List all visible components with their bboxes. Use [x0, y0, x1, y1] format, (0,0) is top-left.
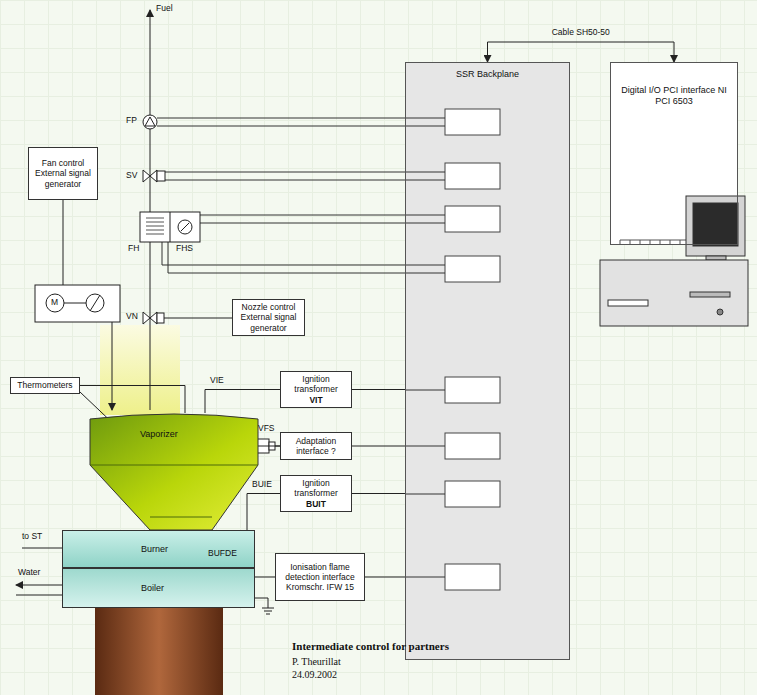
flow-label: to ST: [22, 532, 42, 541]
wire-connector: [258, 446, 280, 447]
interface-box: Ionisation flame detection interface Kro…: [275, 553, 365, 601]
transformer-box: Ignition transformerVIT: [280, 371, 352, 408]
author-note: P. Theurillat: [292, 656, 341, 667]
fuel-pump-symbol: [143, 115, 157, 129]
caption: Intermediate control for partners: [292, 640, 449, 652]
fuel-heater-symbol: [140, 212, 200, 242]
node-text: Vaporizer: [140, 429, 178, 440]
signal-name: BUIE: [252, 480, 272, 489]
cable-label: Cable SH50-50: [552, 28, 610, 37]
boiler-body: Boiler: [62, 568, 255, 608]
transformer-box: Ignition transformerBUIT: [280, 475, 352, 512]
node-text: BUIT: [306, 499, 326, 509]
interface-box: Adaptation interface ?: [280, 432, 352, 460]
part-label: FHS: [176, 244, 193, 253]
water-pipes: [16, 548, 62, 595]
wire-connector: [365, 577, 405, 578]
pci-card-fill: [610, 62, 738, 245]
part-label: VN: [126, 312, 138, 321]
node-text: Ignition transformer: [284, 478, 348, 498]
node-text: Ignition transformer: [284, 374, 348, 394]
part-label: FP: [126, 116, 137, 125]
node-text: SSR Backplane: [456, 69, 519, 80]
node-text: Burner: [141, 544, 168, 555]
wire-connector: [80, 386, 185, 414]
fuel-line: [150, 10, 151, 410]
signal-name: VIE: [210, 376, 224, 385]
signal-generator-box: Fan control External signal generator: [28, 147, 98, 200]
node-text: VIT: [309, 395, 322, 405]
backplane-panel: SSR Backplane: [405, 62, 570, 660]
vaporizer-seam: [90, 465, 258, 517]
node-text: Nozzle control External signal generator: [236, 302, 301, 333]
ground-symbol: [255, 598, 274, 614]
node-text: Adaptation interface ?: [284, 436, 348, 456]
nozzle-valve-symbol: [143, 312, 232, 324]
node-text: Ionisation flame detection interface Kro…: [279, 562, 361, 593]
pci-card-box: Digital I/O PCI interface NI PCI 6503: [610, 62, 738, 245]
wire-connector: [205, 390, 280, 414]
signal-name: VFS: [258, 424, 275, 433]
wire-connector: [255, 577, 275, 578]
solenoid-valve-symbol: [143, 170, 165, 182]
motor-letter: M: [51, 298, 58, 307]
node-text: Fan control External signal generator: [32, 158, 94, 189]
signal-generator-box: Nozzle control External signal generator: [232, 299, 305, 336]
flow-label: Fuel: [156, 4, 173, 13]
fan-control-wire: [63, 200, 64, 285]
part-label: SV: [126, 171, 137, 180]
computer-illustration: [600, 196, 748, 326]
node-text: Thermometers: [17, 380, 72, 390]
air-arrow: [112, 322, 113, 410]
part-label: FH: [128, 244, 139, 253]
vaporizer-shape: Vaporizer: [90, 413, 258, 530]
flow-label: Water: [18, 568, 40, 577]
fan-motor-symbol: [35, 285, 120, 322]
signal-name: BUFDE: [208, 549, 237, 558]
backplane-fill: [405, 62, 570, 660]
exhaust-pipe: [95, 608, 223, 695]
ssr-slots: [445, 109, 500, 590]
date-note: 24.09.2002: [292, 669, 337, 680]
node-text: Boiler: [141, 583, 164, 594]
wire-connector: [488, 42, 675, 62]
vaporizer-body: [90, 414, 258, 530]
flame-sensor-symbol: [257, 439, 280, 453]
wire-connector: [247, 494, 280, 531]
wire-connector: [352, 446, 405, 447]
wire-connector: [352, 493, 405, 494]
node-text: Digital I/O PCI interface NI PCI 6503: [617, 85, 731, 107]
thermometer-box: Thermometers: [10, 377, 80, 394]
wire-connector: [352, 389, 405, 390]
